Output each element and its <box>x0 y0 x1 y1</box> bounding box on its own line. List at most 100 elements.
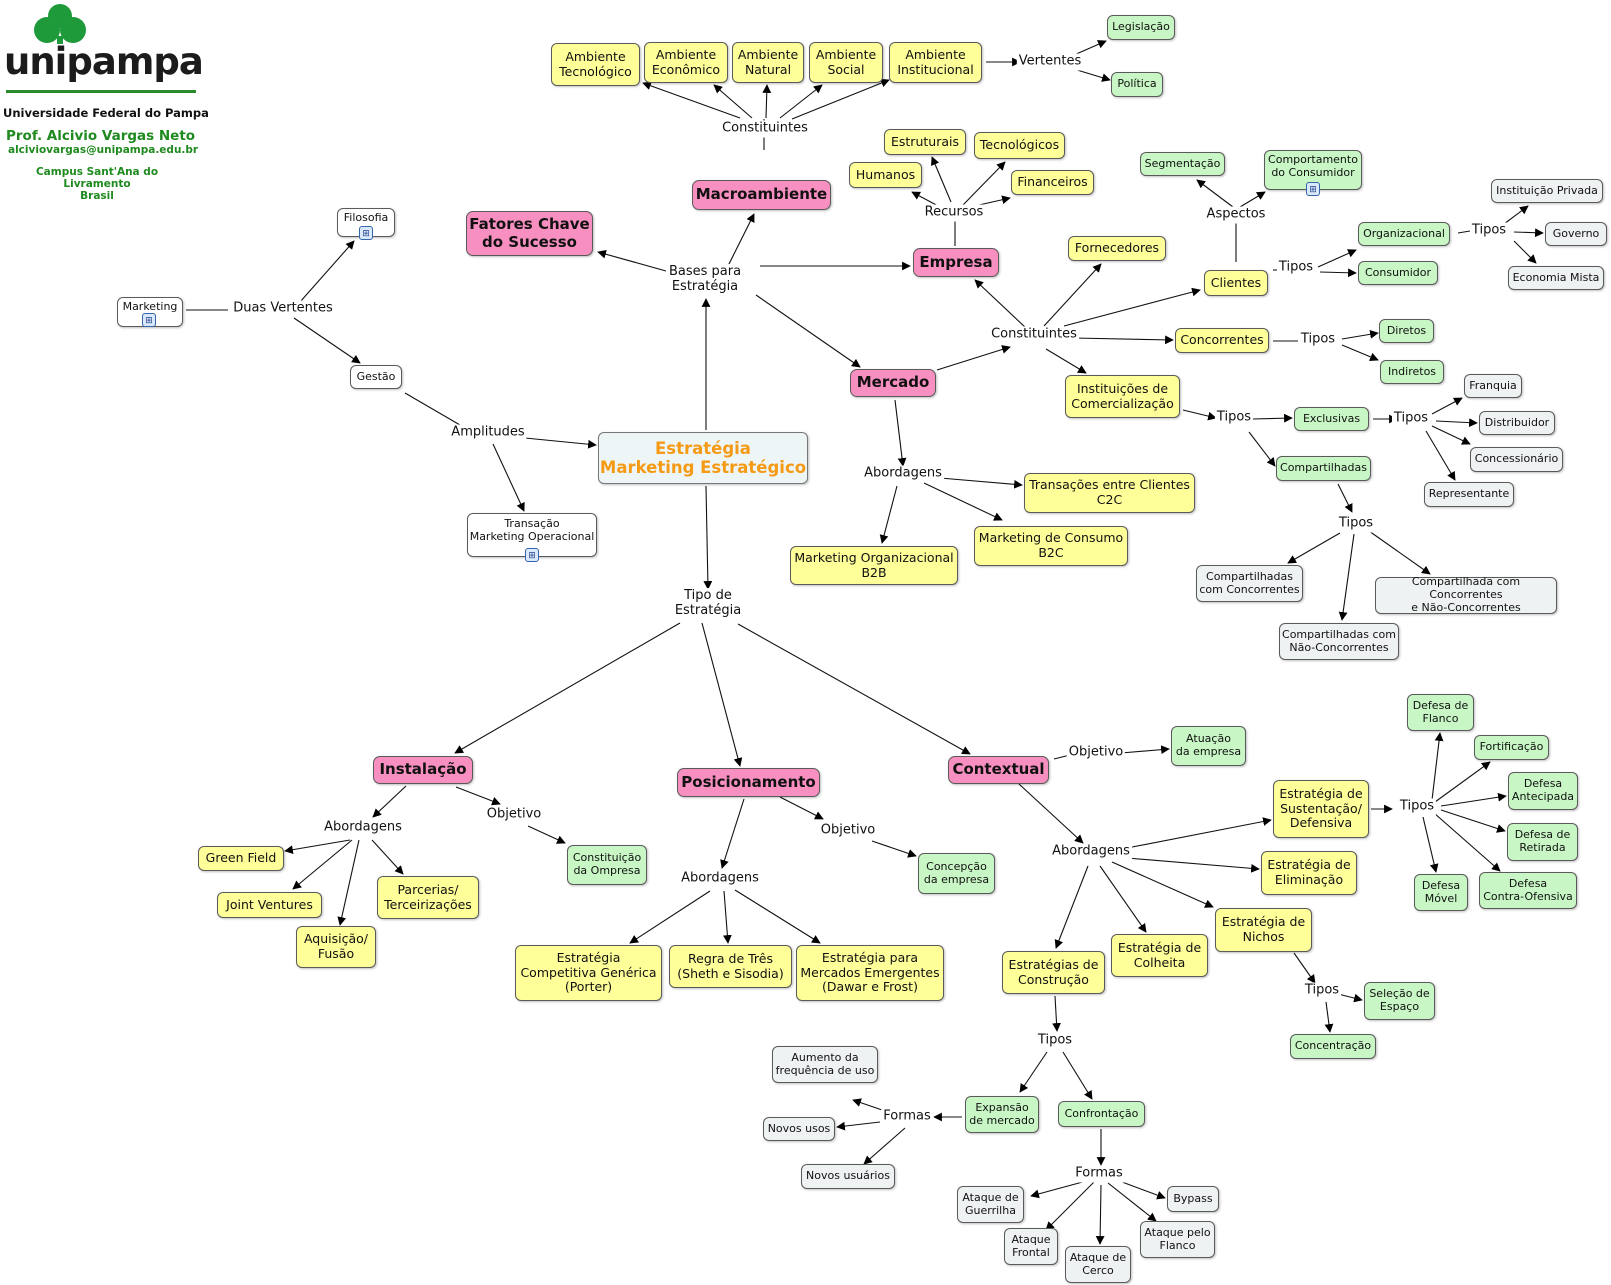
node-atuacao[interactable]: Atuação da empresa <box>1171 726 1246 766</box>
node-representante[interactable]: Representante <box>1424 482 1514 507</box>
node-inst-privada[interactable]: Instituição Privada <box>1491 179 1603 203</box>
node-amb-inst[interactable]: Ambiente Institucional <box>889 42 982 83</box>
connector-line <box>911 191 941 208</box>
node-amb-nat[interactable]: Ambiente Natural <box>732 42 804 83</box>
node-c2c[interactable]: Transações entre Clientes C2C <box>1024 473 1195 513</box>
node-green-field[interactable]: Green Field <box>198 846 284 871</box>
node-comp-conc-nao[interactable]: Compartilhada com Concorrentes e Não-Con… <box>1375 575 1557 614</box>
node-confrontacao[interactable]: Confrontação <box>1058 1101 1145 1127</box>
node-financeiros[interactable]: Financeiros <box>1011 170 1094 195</box>
node-fatores[interactable]: Fatores Chave do Sucesso <box>466 211 593 256</box>
node-amb-tec[interactable]: Ambiente Tecnológico <box>551 43 640 86</box>
node-clientes[interactable]: Clientes <box>1204 270 1268 296</box>
node-concessionario[interactable]: Concessionário <box>1470 447 1563 472</box>
node-sustentacao-label: Estratégia de Sustentação/ Defensiva <box>1279 785 1363 831</box>
node-central[interactable]: Estratégia Marketing Estratégico <box>598 432 808 484</box>
node-emergentes[interactable]: Estratégia para Mercados Emergentes (Daw… <box>796 945 944 1001</box>
node-empresa-label: Empresa <box>919 252 993 271</box>
node-mercado[interactable]: Mercado <box>850 369 936 397</box>
node-expansao[interactable]: Expansão de mercado <box>965 1096 1039 1133</box>
node-concentracao[interactable]: Concentração <box>1290 1034 1376 1059</box>
node-bypass[interactable]: Bypass <box>1167 1186 1219 1212</box>
node-sustentacao[interactable]: Estratégia de Sustentação/ Defensiva <box>1273 780 1369 838</box>
node-politica[interactable]: Política <box>1111 72 1163 97</box>
node-economia-mista[interactable]: Economia Mista <box>1508 266 1604 290</box>
node-parcerias[interactable]: Parcerias/ Terceirizações <box>377 876 479 919</box>
node-defesa-contra[interactable]: Defesa Contra-Ofensiva <box>1479 872 1577 909</box>
node-novos-usos[interactable]: Novos usos <box>763 1117 835 1141</box>
node-concepcao[interactable]: Concepção da empresa <box>918 853 995 894</box>
linked-map-icon[interactable]: ⊞ <box>142 313 156 327</box>
node-exclusivas[interactable]: Exclusivas <box>1294 407 1369 431</box>
phrase-objetivo-ctx: Objetivo <box>1066 744 1126 762</box>
node-defesa-antecipada[interactable]: Defesa Antecipada <box>1508 772 1578 810</box>
node-aquisicao[interactable]: Aquisição/ Fusão <box>296 926 376 968</box>
node-eliminacao[interactable]: Estratégia de Eliminação <box>1261 851 1357 895</box>
node-flanco[interactable]: Ataque pelo Flanco <box>1140 1221 1215 1258</box>
node-organizacional[interactable]: Organizacional <box>1358 222 1450 246</box>
node-governo[interactable]: Governo <box>1545 222 1607 246</box>
node-amb-eco[interactable]: Ambiente Econômico <box>644 42 728 83</box>
node-construcao[interactable]: Estratégias de Construção <box>1002 951 1105 994</box>
node-humanos[interactable]: Humanos <box>849 162 922 188</box>
linked-map-icon[interactable]: ⊞ <box>359 226 373 240</box>
node-segmentacao[interactable]: Segmentação <box>1140 152 1225 176</box>
node-cerco[interactable]: Ataque de Cerco <box>1065 1246 1131 1283</box>
connector-line <box>779 84 823 119</box>
node-porter[interactable]: Estratégia Competitiva Genérica (Porter) <box>515 945 662 1001</box>
linked-map-icon[interactable]: ⊞ <box>525 548 539 562</box>
node-empresa[interactable]: Empresa <box>913 248 999 277</box>
node-macro[interactable]: Macroambiente <box>692 180 831 210</box>
phrase-tipos-clientes: Tipos <box>1276 259 1316 277</box>
node-humanos-label: Humanos <box>855 166 916 182</box>
node-indiretos[interactable]: Indiretos <box>1380 360 1444 384</box>
node-nichos[interactable]: Estratégia de Nichos <box>1215 908 1312 952</box>
node-tecnologicos[interactable]: Tecnológicos <box>974 132 1065 159</box>
node-consumidor[interactable]: Consumidor <box>1358 261 1438 285</box>
node-legislacao[interactable]: Legislação <box>1107 15 1175 40</box>
node-b2c[interactable]: Marketing de Consumo B2C <box>974 526 1128 566</box>
node-instalacao[interactable]: Instalação <box>373 756 473 784</box>
node-defesa-flanco[interactable]: Defesa de Flanco <box>1407 694 1474 731</box>
node-novos-usuarios[interactable]: Novos usuários <box>801 1164 895 1189</box>
node-compartilhadas[interactable]: Compartilhadas <box>1276 456 1371 481</box>
node-selecao[interactable]: Seleção de Espaço <box>1364 982 1435 1020</box>
professor-email[interactable]: alciviovargas@unipampa.edu.br <box>8 144 199 156</box>
connector-line <box>1337 483 1353 513</box>
linked-map-icon[interactable]: ⊞ <box>1306 182 1320 196</box>
node-inst-comerc[interactable]: Instituições de Comercialização <box>1065 375 1180 418</box>
node-colheita[interactable]: Estratégia de Colheita <box>1111 934 1208 977</box>
node-joint-label: Joint Ventures <box>226 896 313 912</box>
node-b2b[interactable]: Marketing Organizacional B2B <box>790 546 958 585</box>
node-distribuidor[interactable]: Distribuidor <box>1479 411 1555 435</box>
node-concorrentes[interactable]: Concorrentes <box>1175 328 1269 353</box>
connector-line <box>852 1098 886 1112</box>
node-posicionamento[interactable]: Posicionamento <box>677 768 820 797</box>
node-indiretos-label: Indiretos <box>1387 364 1437 378</box>
node-gestao[interactable]: Gestão <box>350 365 402 389</box>
connector-line <box>1126 857 1260 873</box>
node-diretos[interactable]: Diretos <box>1379 319 1434 343</box>
phrase-tipos-excl: Tipos <box>1391 410 1431 428</box>
node-joint[interactable]: Joint Ventures <box>217 892 322 918</box>
node-regra[interactable]: Regra de Três (Sheth e Sisodia) <box>669 945 792 988</box>
node-comp-nao[interactable]: Compartilhadas com Não-Concorrentes <box>1279 623 1399 660</box>
node-fornecedores[interactable]: Fornecedores <box>1068 236 1166 261</box>
node-comp-conc[interactable]: Compartilhadas com Concorrentes <box>1196 565 1303 602</box>
phrase-vertentes: Vertentes <box>1016 53 1084 71</box>
node-aumento[interactable]: Aumento da frequência de uso <box>772 1046 878 1083</box>
node-defesa-movel[interactable]: Defesa Móvel <box>1414 874 1468 911</box>
node-novos-usuarios-label: Novos usuários <box>806 1169 890 1183</box>
node-fortificacao[interactable]: Fortificação <box>1474 735 1549 760</box>
unipampa-logo: unipampa <box>0 0 204 200</box>
node-fatores-label: Fatores Chave do Sucesso <box>469 214 590 251</box>
node-guerrilha[interactable]: Ataque de Guerrilha <box>957 1186 1024 1223</box>
node-amb-soc[interactable]: Ambiente Social <box>809 42 883 83</box>
node-estruturais[interactable]: Estruturais <box>884 129 966 155</box>
node-defesa-retirada[interactable]: Defesa de Retirada <box>1507 823 1578 861</box>
node-constituicao[interactable]: Constituição da Ompresa <box>567 845 647 885</box>
node-frontal[interactable]: Ataque Frontal <box>1004 1228 1058 1265</box>
node-guerrilha-label: Ataque de Guerrilha <box>962 1190 1019 1217</box>
node-contextual[interactable]: Contextual <box>948 756 1049 784</box>
node-franquia[interactable]: Franquia <box>1464 374 1522 398</box>
